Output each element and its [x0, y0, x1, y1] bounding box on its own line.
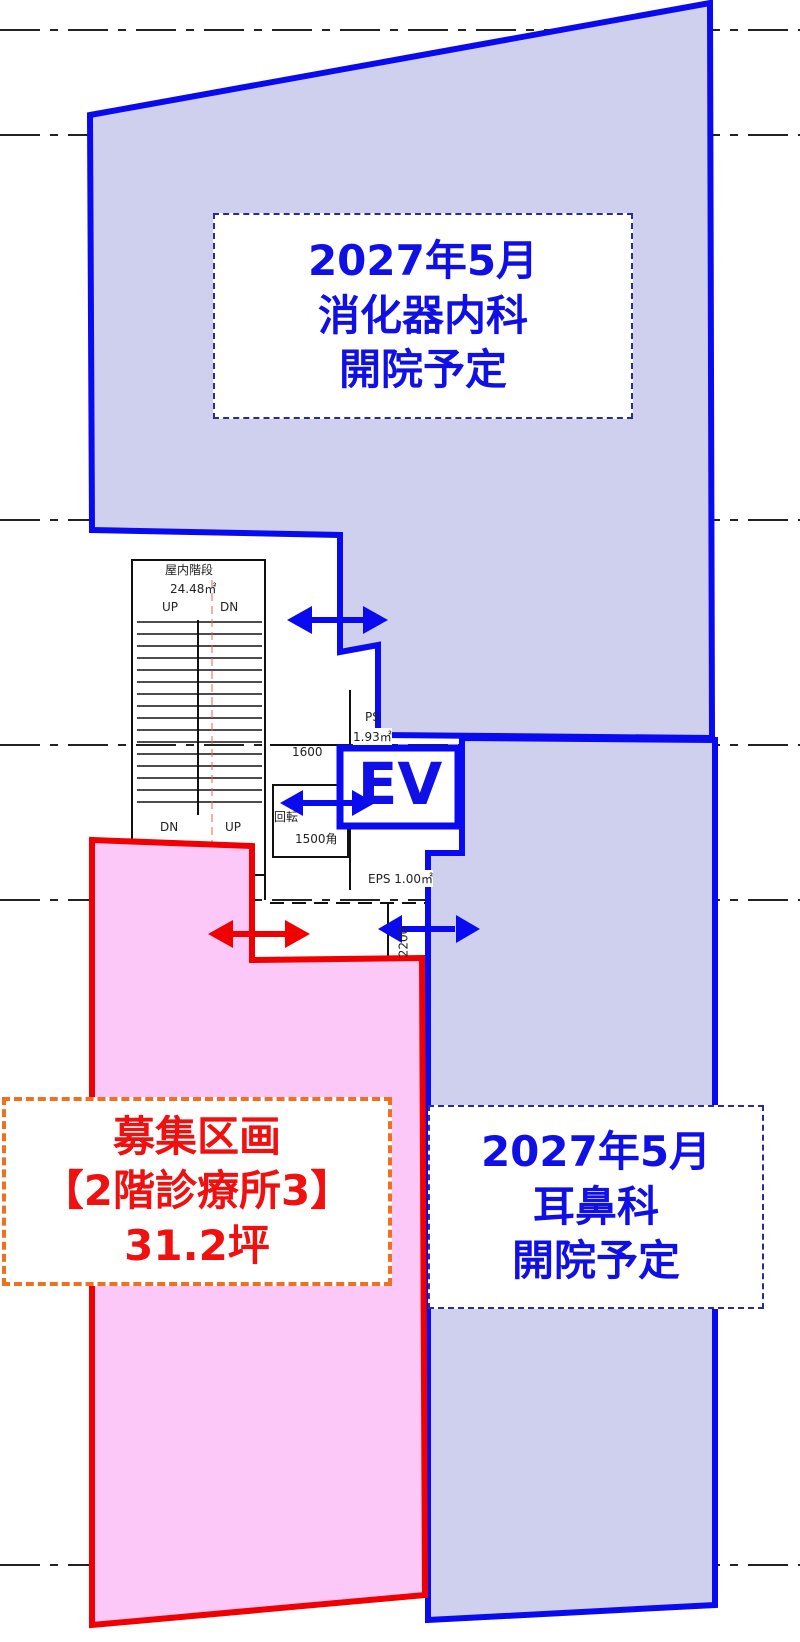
right-unit-label: 2027年5月 耳鼻科 開院予定: [428, 1105, 764, 1309]
ev-box: [336, 744, 462, 830]
stair-up-lower: UP: [225, 820, 242, 834]
vacant-unit-size: 31.2坪: [124, 1220, 270, 1270]
ps-area: 1.93㎡: [353, 728, 392, 745]
dim-1600: 1600: [292, 745, 323, 759]
stair-treads: [137, 621, 262, 803]
kaiten-label: 回転: [274, 810, 299, 824]
double-arrow-icon: [287, 606, 388, 634]
stair-up: UP: [162, 600, 179, 614]
top-unit-status: 開院予定: [338, 345, 507, 395]
top-unit-label: 2027年5月 消化器内科 開院予定: [213, 213, 633, 419]
double-arrow-icon: [208, 920, 310, 948]
vacant-unit-label: 募集区画 【2階診療所3】 31.2坪: [2, 1097, 392, 1286]
right-unit-date: 2027年5月: [480, 1127, 712, 1177]
dim-1500: 1500角: [295, 832, 338, 846]
stair-dn-lower: DN: [160, 820, 179, 834]
stair-dn: DN: [220, 600, 239, 614]
vacant-unit-title: 募集区画: [112, 1111, 281, 1161]
ev-label: EV: [357, 750, 443, 818]
right-unit-dept: 耳鼻科: [532, 1181, 659, 1231]
double-arrow-icon: [280, 790, 375, 816]
dim-2200: 2200: [396, 926, 411, 958]
access-arrows: [208, 606, 480, 948]
top-unit-dept: 消化器内科: [317, 290, 528, 340]
eps-label: EPS 1.00㎡: [368, 870, 433, 887]
stair-label: 屋内階段: [165, 563, 214, 577]
stair-area: 24.48㎡: [170, 582, 217, 596]
vacant-unit-name: 【2階診療所3】: [41, 1166, 353, 1216]
top-unit-date: 2027年5月: [307, 236, 539, 286]
right-unit-status: 開院予定: [511, 1236, 680, 1286]
double-arrow-icon: [378, 915, 480, 943]
ps-label: PS: [365, 710, 380, 724]
